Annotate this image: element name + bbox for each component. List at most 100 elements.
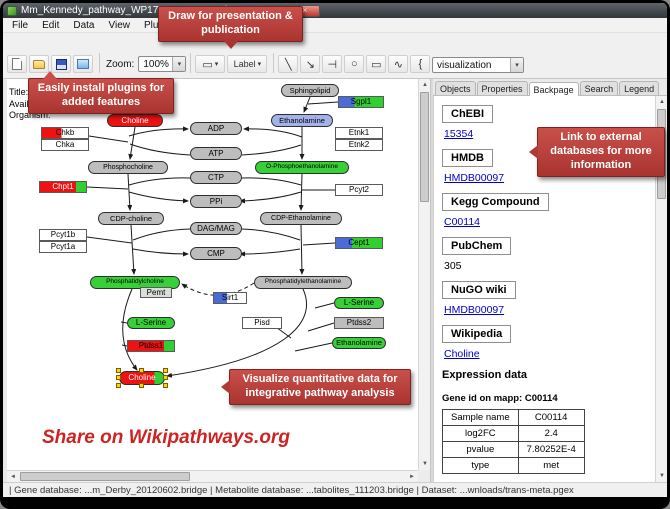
external-db-link[interactable]: Choline [444, 348, 480, 360]
pathway-node[interactable]: Phosphocholine [88, 161, 168, 174]
menubar: FileEditDataViewPluginsHelp [3, 18, 667, 33]
pathway-edge [243, 126, 303, 138]
pathway-node[interactable]: L-Serine [334, 297, 384, 309]
tab-backpage[interactable]: Backpage [528, 82, 579, 96]
external-db-link[interactable]: C00114 [444, 216, 481, 228]
pathway-node[interactable]: Ptdss2 [334, 317, 384, 329]
scroll-left-icon[interactable]: ◄ [10, 474, 16, 480]
backpage-section-header: Kegg Compound [442, 193, 549, 211]
pathway-node[interactable]: Sirt1 [213, 292, 247, 304]
pathway-node[interactable]: Pisd [242, 317, 282, 329]
pathway-node[interactable]: PPi [190, 195, 242, 208]
scroll-up-icon[interactable]: ▲ [422, 82, 428, 88]
canvas-vertical-scrollbar[interactable]: ▲ ▼ [418, 79, 430, 470]
selection-handle[interactable] [116, 368, 121, 373]
selection-handle[interactable] [163, 368, 168, 373]
visualization-value: visualization [437, 59, 492, 71]
canvas-horizontal-scrollbar[interactable]: ◄ ► [7, 470, 418, 482]
pathway-edge [239, 191, 302, 204]
pathway-node[interactable]: Chpt1 [39, 181, 87, 193]
pathway-node[interactable]: Ethanolamine [271, 114, 333, 127]
pathway-edge [241, 144, 302, 156]
share-wikipathways-text: Share on Wikipathways.org [42, 427, 290, 448]
pathway-node[interactable]: Choline [107, 114, 163, 127]
selection-handle[interactable] [139, 383, 144, 388]
scroll-down-icon[interactable]: ▼ [659, 473, 665, 479]
tbar-tool[interactable]: ⊣ [322, 55, 343, 73]
pathway-node[interactable]: ATP [190, 147, 242, 160]
brace-tool[interactable]: { [410, 55, 431, 73]
menu-item-view[interactable]: View [108, 19, 130, 31]
add-datanode-button[interactable]: ▭ ▾ [195, 55, 226, 73]
pathway-edge [299, 224, 305, 275]
external-db-link[interactable]: HMDB00097 [444, 172, 505, 184]
scrollbar-thumb[interactable] [20, 472, 190, 481]
tab-legend[interactable]: Legend [619, 81, 660, 95]
selection-handle[interactable] [163, 383, 168, 388]
zoom-value: 100% [143, 58, 169, 70]
selection-handle[interactable] [139, 368, 144, 373]
visualization-select[interactable]: visualization ▾ [432, 57, 524, 73]
save-file-button[interactable] [51, 55, 71, 73]
selection-handle[interactable] [163, 375, 168, 380]
menu-item-edit[interactable]: Edit [42, 19, 60, 31]
pathway-edge [303, 96, 311, 113]
add-label-button[interactable]: Label ▾ [227, 55, 268, 73]
external-db-link[interactable]: 15354 [444, 128, 474, 140]
dropdown-arrow-icon[interactable]: ▾ [510, 58, 523, 72]
callout-install-plugins: Easily install plugins for added feature… [28, 71, 174, 114]
selection-handle[interactable] [116, 383, 121, 388]
scroll-down-icon[interactable]: ▼ [422, 461, 428, 467]
external-db-link[interactable]: HMDB00097 [444, 304, 505, 316]
pathway-node[interactable]: Pcyt1b [39, 229, 87, 241]
pathway-node[interactable]: Chka [41, 139, 89, 151]
pathway-node[interactable]: Cept1 [335, 237, 383, 249]
pathway-node[interactable]: O-Phosphoethanolamine [255, 161, 349, 174]
tab-search[interactable]: Search [579, 81, 619, 95]
zoom-select[interactable]: 100% ▾ [138, 56, 187, 72]
scrollbar-thumb[interactable] [420, 92, 429, 202]
arc-tool[interactable]: ∿ [388, 55, 409, 73]
pathway-node[interactable]: Phosphatidylcholine [90, 276, 180, 289]
pathway-node[interactable]: Chkb [41, 127, 89, 139]
scroll-up-icon[interactable]: ▲ [659, 99, 665, 105]
rectangle-tool[interactable]: ▭ [366, 55, 387, 73]
pathway-node[interactable]: Etnk2 [335, 139, 383, 151]
pathway-node[interactable]: Ethanolamine [332, 337, 386, 349]
pathway-edge [314, 302, 335, 309]
tab-objects[interactable]: Objects [435, 81, 476, 95]
selection-handle[interactable] [116, 375, 121, 380]
export-image-button[interactable] [73, 55, 93, 73]
menu-item-file[interactable]: File [12, 19, 29, 31]
pathway-node[interactable]: Sphingolipid [281, 84, 339, 97]
line-tool[interactable]: ╲ [278, 55, 299, 73]
dropdown-arrow-icon[interactable]: ▾ [172, 57, 186, 71]
backpage-value: 305 [444, 260, 462, 272]
pathway-node[interactable]: CMP [190, 247, 242, 260]
pathway-node[interactable]: Pemt [140, 287, 172, 298]
arrow-tool[interactable]: ↘ [300, 55, 321, 73]
tab-properties[interactable]: Properties [476, 81, 528, 95]
new-file-button[interactable] [7, 55, 27, 73]
pathway-node[interactable]: CDP-choline [98, 212, 164, 225]
pathway-node[interactable]: Sgpl1 [338, 96, 384, 108]
menu-item-data[interactable]: Data [73, 19, 95, 31]
ellipse-tool[interactable]: ○ [344, 55, 365, 73]
pathway-node[interactable]: CTP [190, 171, 242, 184]
panel-splitter[interactable] [430, 79, 433, 482]
pathway-node[interactable]: Ptdss1 [127, 340, 175, 352]
scroll-right-icon[interactable]: ► [409, 474, 415, 480]
pathway-node[interactable]: ADP [190, 122, 242, 135]
pathway-node[interactable]: Pcyt1a [39, 241, 87, 253]
pathway-node[interactable]: CDP-Ethanolamine [260, 212, 342, 225]
pathway-node[interactable]: Etnk1 [335, 127, 383, 139]
backpage-section-header: PubChem [442, 237, 512, 255]
pathway-node[interactable]: Pcyt2 [335, 184, 383, 196]
callout-draw-presentation: Draw for presentation & publication [158, 6, 303, 49]
pathway-node[interactable]: L-Serine [127, 317, 175, 329]
titlebar[interactable]: Mm_Kennedy_pathway_WP1771_45176.gpml – □… [3, 3, 667, 18]
open-file-button[interactable] [29, 55, 49, 73]
pathway-node[interactable]: Phosphatidylethanolamine [254, 276, 352, 289]
pathway-node[interactable]: DAG/MAG [190, 222, 242, 235]
